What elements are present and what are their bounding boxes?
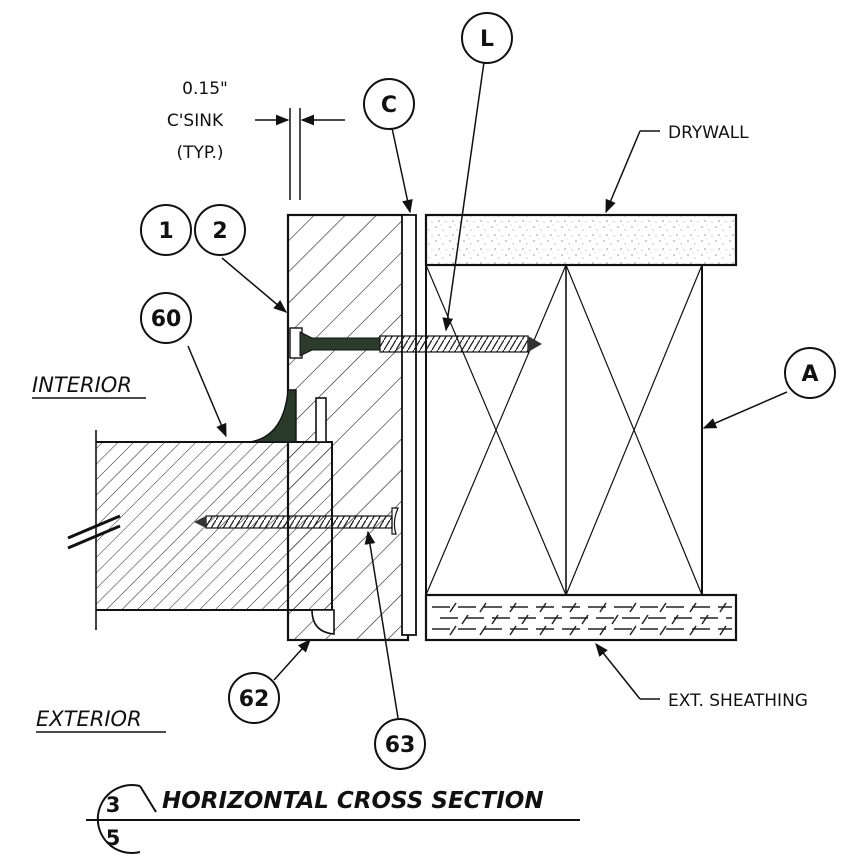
sheet-number: 5 [106,826,121,850]
interior-stop [315,397,327,443]
interior-label: INTERIOR [32,373,132,397]
svg-text:1: 1 [158,219,173,244]
screw-upper [289,327,542,359]
detail-number: 3 [106,793,121,817]
drywall-label: DRYWALL [668,123,749,143]
countersink-name-text: C'SINK [167,111,224,131]
title-text: HORIZONTAL CROSS SECTION [162,788,544,814]
callout-60: 60 [140,292,192,344]
ext-sheathing-label: EXT. SHEATHING [668,691,808,711]
callout-2: 2 [194,204,246,256]
callout-62: 62 [228,672,280,724]
countersink-dim-text: 0.15" [182,79,228,99]
break-symbol [67,514,121,550]
svg-text:A: A [801,362,818,387]
exterior-label: EXTERIOR [36,707,142,731]
svg-text:L: L [480,27,494,52]
callout-1: 1 [140,204,192,256]
exterior-label-group: EXTERIOR [36,707,166,733]
window-sill [95,430,333,630]
detail-title: 3 5 HORIZONTAL CROSS SECTION [86,784,580,854]
callout-63: 63 [374,718,426,770]
stud-framing [425,264,703,596]
exterior-sheathing [424,593,738,642]
svg-text:60: 60 [151,307,182,332]
callout-a: A [784,347,836,399]
svg-text:C: C [381,93,397,118]
leader-lines [187,61,788,719]
svg-text:62: 62 [239,687,270,712]
interior-label-group: INTERIOR [32,373,146,399]
layer-c-strip [401,214,417,636]
screw-lower [194,507,399,535]
countersink-dimension [255,108,345,200]
countersink-typ-text: (TYP.) [176,143,223,163]
svg-text:63: 63 [385,733,416,758]
svg-text:2: 2 [212,219,227,244]
drywall-layer [424,213,738,267]
sealant-bead-62 [311,609,335,635]
sealant-bead-60 [249,389,297,443]
callout-l: L [461,12,513,64]
callout-c: C [363,78,415,130]
